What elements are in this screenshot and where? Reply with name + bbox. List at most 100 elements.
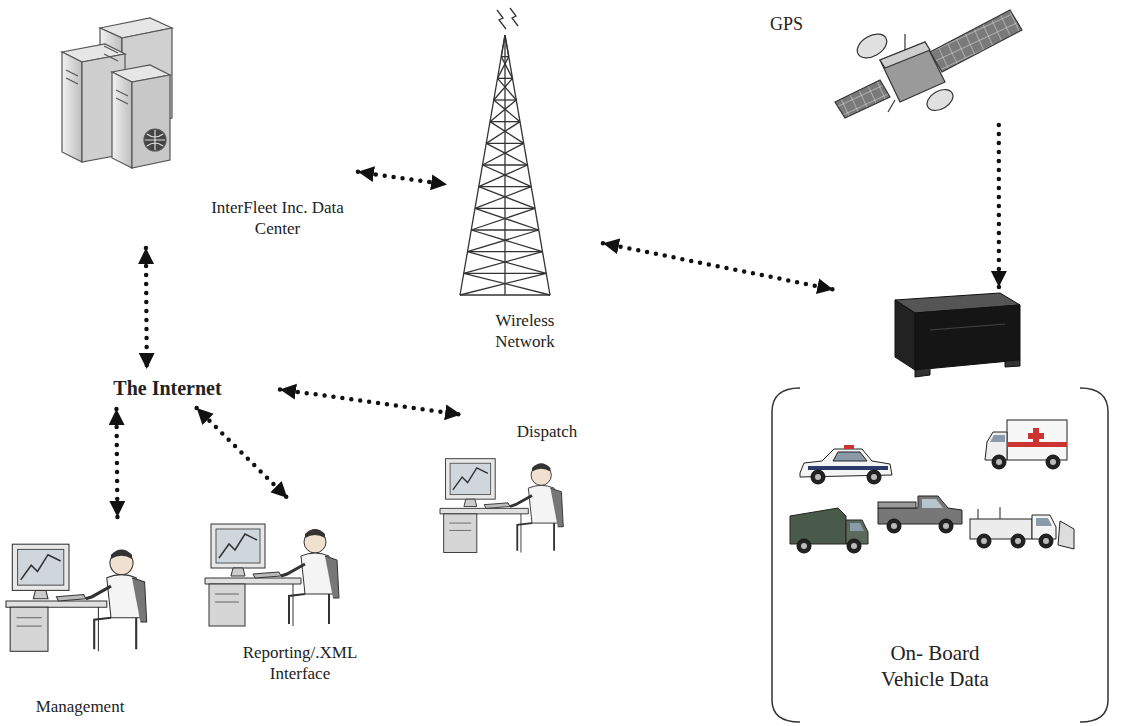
workstation-part — [449, 530, 471, 531]
vehicle-unit-part — [895, 300, 915, 370]
workstation-part — [17, 626, 42, 627]
police-car-part — [844, 445, 854, 449]
workstation-part — [33, 590, 48, 598]
radio-tower-part — [471, 208, 535, 230]
garbage-truck-part — [797, 539, 811, 553]
ambulance-part — [1007, 420, 1067, 460]
garbage-truck-part — [790, 508, 846, 544]
vehicle-unit-part — [1005, 360, 1020, 367]
node-label: On- Board Vehicle Data — [865, 640, 1005, 693]
workstation-part — [440, 508, 528, 514]
police-car-part — [815, 474, 821, 480]
radio-tower-part — [486, 122, 520, 144]
workstation-part — [444, 514, 477, 553]
gps-satellite-part — [835, 80, 890, 118]
workstation — [6, 544, 147, 651]
workstation-part — [10, 607, 48, 651]
pickup-truck-part — [878, 502, 916, 508]
ambulance-part — [1028, 428, 1044, 444]
ambulance-part — [996, 459, 1002, 465]
radio-tower-part — [479, 165, 528, 187]
workstation-part — [517, 523, 554, 551]
gps-satellite-part — [904, 34, 905, 50]
radio-tower-part — [468, 230, 539, 252]
radio-tower-part — [471, 230, 542, 252]
server-icon-part — [116, 98, 128, 104]
workstation-part — [510, 495, 532, 506]
pickup-truck-part — [943, 523, 949, 529]
workstation-part — [484, 503, 510, 509]
police-car-part — [808, 466, 888, 470]
pickup-truck-part — [891, 523, 897, 529]
group-bracket-part — [772, 388, 800, 722]
radio-tower-part — [483, 165, 532, 187]
police-car-part — [867, 470, 881, 484]
plow-truck-part — [1058, 521, 1074, 549]
pickup-truck-part — [887, 519, 901, 533]
workstation-icons — [6, 459, 563, 652]
pickup-truck-part — [922, 499, 943, 508]
node-region: The Internet — [60, 372, 277, 406]
gps-satellite-part — [888, 100, 895, 112]
radio-tower-part — [475, 187, 531, 209]
workstation-part — [219, 534, 257, 558]
workstation — [440, 459, 563, 553]
workstation-part — [231, 568, 245, 576]
workstation-part — [132, 578, 147, 622]
workstation-part — [305, 529, 325, 538]
node-region: Wireless Network — [450, 5, 600, 365]
server-icon-part — [104, 46, 118, 53]
plow-truck-part — [977, 534, 991, 548]
workstation-part — [215, 594, 239, 595]
workstation-part — [446, 459, 496, 499]
server-icon-part — [104, 54, 118, 61]
radio-tower-part — [498, 78, 513, 79]
plow-truck-part — [1000, 507, 1001, 519]
radio-tower — [460, 8, 550, 295]
police-car — [800, 445, 892, 484]
garbage-truck-part — [850, 523, 864, 531]
node-label: Management — [5, 696, 155, 717]
node-region: Reporting/.XML Interface — [195, 500, 405, 720]
dotted-connector — [197, 408, 288, 498]
radio-tower-part — [483, 164, 528, 165]
workstation-part — [205, 578, 301, 584]
node-region: Management — [5, 520, 157, 725]
radio-tower-part — [475, 208, 539, 230]
plow-truck — [970, 507, 1074, 549]
radio-tower-part — [464, 252, 543, 274]
workstation-part — [18, 549, 64, 585]
workstation-part — [453, 468, 488, 490]
workstation-part — [211, 524, 265, 568]
radio-tower-part — [486, 143, 527, 165]
radio-tower-part — [468, 252, 547, 274]
plow-truck-part — [978, 509, 979, 519]
radio-tower-part — [475, 208, 535, 209]
ambulance-part — [1046, 455, 1060, 469]
garbage-truck — [790, 508, 868, 553]
workstation-part — [12, 544, 69, 590]
radio-tower-part — [498, 57, 509, 79]
pickup-truck — [878, 496, 962, 533]
radio-tower-part — [479, 186, 532, 187]
node-label: Wireless Network — [475, 310, 575, 353]
radio-tower-part — [494, 100, 520, 122]
workstation-part — [111, 549, 132, 558]
node-region: Dispatch — [430, 415, 600, 565]
vehicle-fleet — [790, 420, 1074, 553]
server-icon-part — [116, 90, 128, 96]
radio-tower-part — [460, 273, 546, 295]
radio-tower-part — [486, 143, 524, 144]
workstation-part — [450, 463, 490, 494]
vehicle-unit-part — [930, 324, 1005, 330]
radio-tower-part — [460, 294, 550, 295]
dotted-connector — [144, 248, 149, 369]
police-car-part — [871, 474, 877, 480]
server-icon-part — [144, 129, 166, 151]
ambulance-part — [1050, 459, 1056, 465]
workstation-part — [449, 523, 471, 524]
ambulance-part — [992, 455, 1006, 469]
workstation-part — [281, 564, 305, 576]
workstation-part — [325, 556, 339, 598]
